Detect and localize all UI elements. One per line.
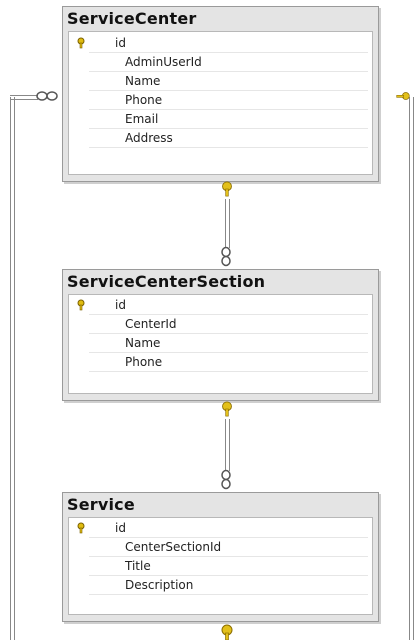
column-name: Phone	[125, 355, 163, 369]
column-row[interactable]: CenterSectionId	[69, 538, 372, 557]
key-icon	[77, 522, 85, 534]
table-title: ServiceCenterSection	[67, 272, 266, 291]
key-icon	[222, 401, 232, 417]
relationship-line-right	[409, 97, 414, 640]
column-row[interactable]: id	[69, 34, 372, 53]
column-row[interactable]: Description	[69, 576, 372, 595]
column-name: id	[115, 298, 126, 312]
column-row[interactable]: id	[69, 519, 372, 538]
column-row[interactable]: Phone	[69, 353, 372, 372]
column-row[interactable]: Title	[69, 557, 372, 576]
table-body: id AdminUserId Name Phone Email Address	[68, 31, 373, 175]
relationship-line-left-top	[10, 95, 38, 100]
infinity-icon	[36, 91, 58, 101]
column-name: CenterId	[125, 317, 177, 331]
table-servicecenter[interactable]: ServiceCenter id AdminUserId Name Phone …	[62, 6, 379, 182]
key-icon	[222, 181, 232, 197]
key-icon	[77, 299, 85, 311]
column-row[interactable]: id	[69, 296, 372, 315]
column-row[interactable]: Email	[69, 110, 372, 129]
column-name: Name	[125, 74, 161, 88]
column-name: Title	[125, 559, 151, 573]
table-body: id CenterId Name Phone	[68, 294, 373, 394]
column-name: CenterSectionId	[125, 540, 222, 554]
table-title: ServiceCenter	[67, 9, 197, 28]
key-icon	[221, 624, 233, 640]
column-row[interactable]: CenterId	[69, 315, 372, 334]
column-name: Address	[125, 131, 173, 145]
infinity-icon	[221, 246, 231, 267]
column-row[interactable]: Address	[69, 129, 372, 148]
table-title: Service	[67, 495, 135, 514]
column-row[interactable]: AdminUserId	[69, 53, 372, 72]
column-name: Phone	[125, 93, 163, 107]
table-service[interactable]: Service id CenterSectionId Title Descrip…	[62, 492, 379, 622]
column-name: id	[115, 521, 126, 535]
relationship-line	[225, 419, 230, 471]
column-name: Email	[125, 112, 159, 126]
column-name: Description	[125, 578, 194, 592]
key-icon	[77, 37, 85, 49]
relationship-line	[225, 199, 230, 248]
key-icon	[396, 92, 410, 100]
column-row[interactable]: Name	[69, 334, 372, 353]
column-row[interactable]: Phone	[69, 91, 372, 110]
infinity-icon	[221, 469, 231, 490]
table-body: id CenterSectionId Title Description	[68, 517, 373, 615]
column-row[interactable]: Name	[69, 72, 372, 91]
relationship-line-left	[10, 97, 15, 640]
table-servicecentersection[interactable]: ServiceCenterSection id CenterId Name Ph…	[62, 269, 379, 401]
column-name: AdminUserId	[125, 55, 202, 69]
column-name: Name	[125, 336, 161, 350]
column-name: id	[115, 36, 126, 50]
